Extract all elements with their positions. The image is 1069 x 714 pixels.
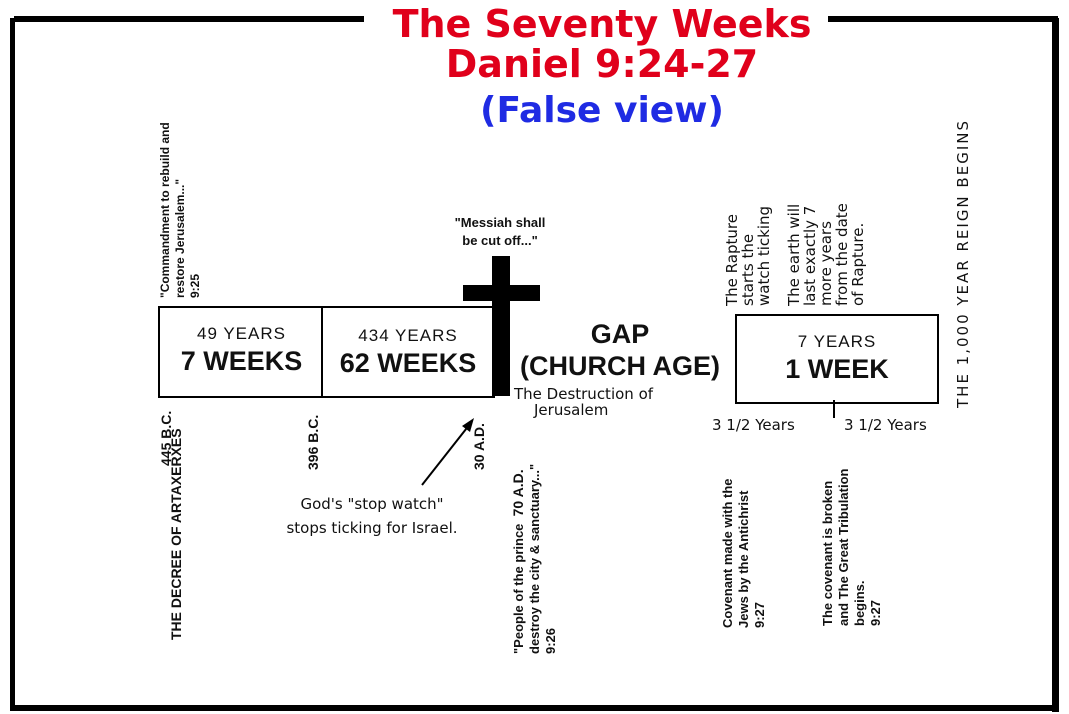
- destruction-label: The Destruction of Jerusalem: [514, 385, 654, 419]
- earth-label: The earth will last exactly 7 more years…: [785, 203, 867, 306]
- midweek-tick: [833, 400, 835, 418]
- covenant-label: Covenant made with the Jews by the Antic…: [720, 478, 767, 628]
- frame-left: [10, 18, 15, 706]
- seg3-years: 7 YEARS: [797, 332, 877, 351]
- seg3-weeks: 1 WEEK: [785, 354, 889, 384]
- gap-label: GAP (CHURCH AGE): [520, 319, 720, 381]
- title-line2: Daniel 9:24-27: [445, 42, 759, 86]
- seg2-weeks: 62 WEEKS: [339, 348, 477, 378]
- frame-bottom: [10, 705, 1059, 711]
- segment-1-week: 7 YEARS 1 WEEK: [735, 314, 939, 404]
- half-years-1: 3 1/2 Years: [712, 416, 795, 434]
- seg1-years: 49 YEARS: [197, 324, 286, 343]
- decree-label: THE DECREE OF ARTAXERXES: [168, 428, 184, 640]
- broken-label: The covenant is broken and The Great Tri…: [820, 468, 883, 626]
- frame-top-left: [14, 16, 364, 22]
- segment-7-weeks: 49 YEARS 7 WEEKS: [158, 306, 325, 398]
- frame-top-right: [828, 16, 1058, 22]
- segment-62-weeks: 434 YEARS 62 WEEKS: [321, 306, 495, 398]
- stopwatch-label: God's "stop watch" stops ticking for Isr…: [286, 495, 458, 537]
- reign-label: THE 1,000 YEAR REIGN BEGINS: [954, 119, 972, 408]
- arrow-icon: [421, 418, 474, 486]
- date-396bc: 396 B.C.: [305, 414, 321, 470]
- seg1-weeks: 7 WEEKS: [180, 346, 303, 376]
- title-line3: (False view): [480, 90, 724, 131]
- cross-icon: [492, 256, 510, 396]
- frame-right: [1052, 18, 1059, 712]
- commandment-label: "Commandment to rebuild and restore Jeru…: [158, 122, 202, 298]
- messiah-label: "Messiah shall be cut off...": [454, 215, 546, 248]
- half-years-2: 3 1/2 Years: [844, 416, 927, 434]
- cross-bar: [463, 285, 540, 301]
- title-line1: The Seventy Weeks: [392, 2, 812, 46]
- seg2-years: 434 YEARS: [358, 326, 458, 345]
- people-label: "People of the prince 70 A.D. destroy th…: [510, 463, 558, 654]
- rapture-label: The Rapture starts the watch ticking: [723, 205, 773, 306]
